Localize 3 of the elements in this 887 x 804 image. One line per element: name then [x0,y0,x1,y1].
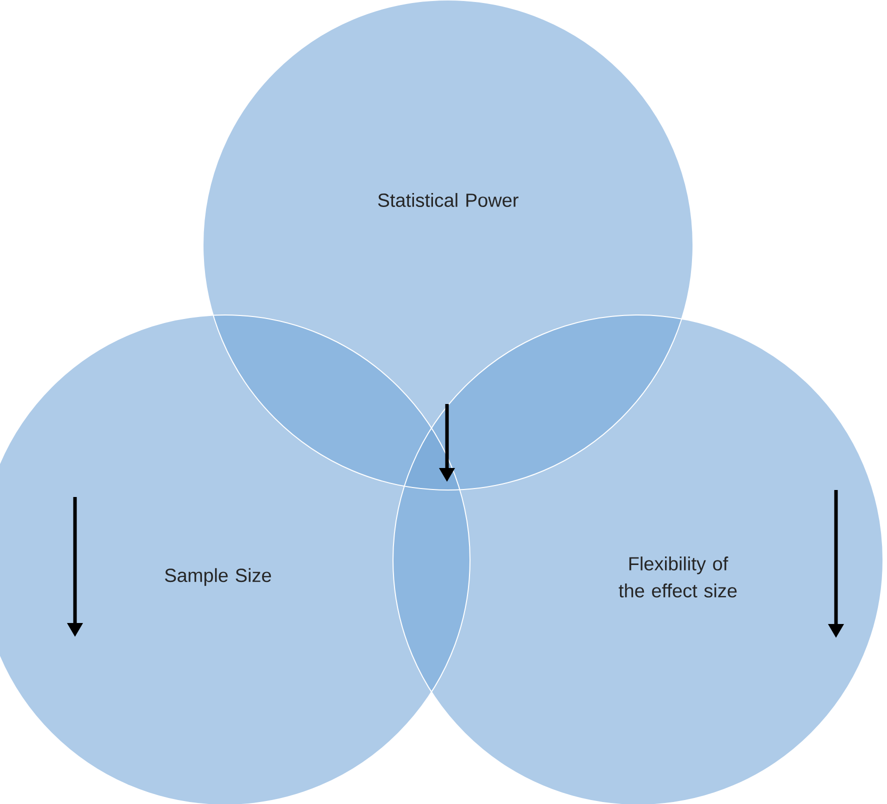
circle-label: Flexibility of the effect size [618,556,737,598]
circle-label: Statistical Power [378,193,518,207]
circle-label: Sample Size [165,568,271,586]
